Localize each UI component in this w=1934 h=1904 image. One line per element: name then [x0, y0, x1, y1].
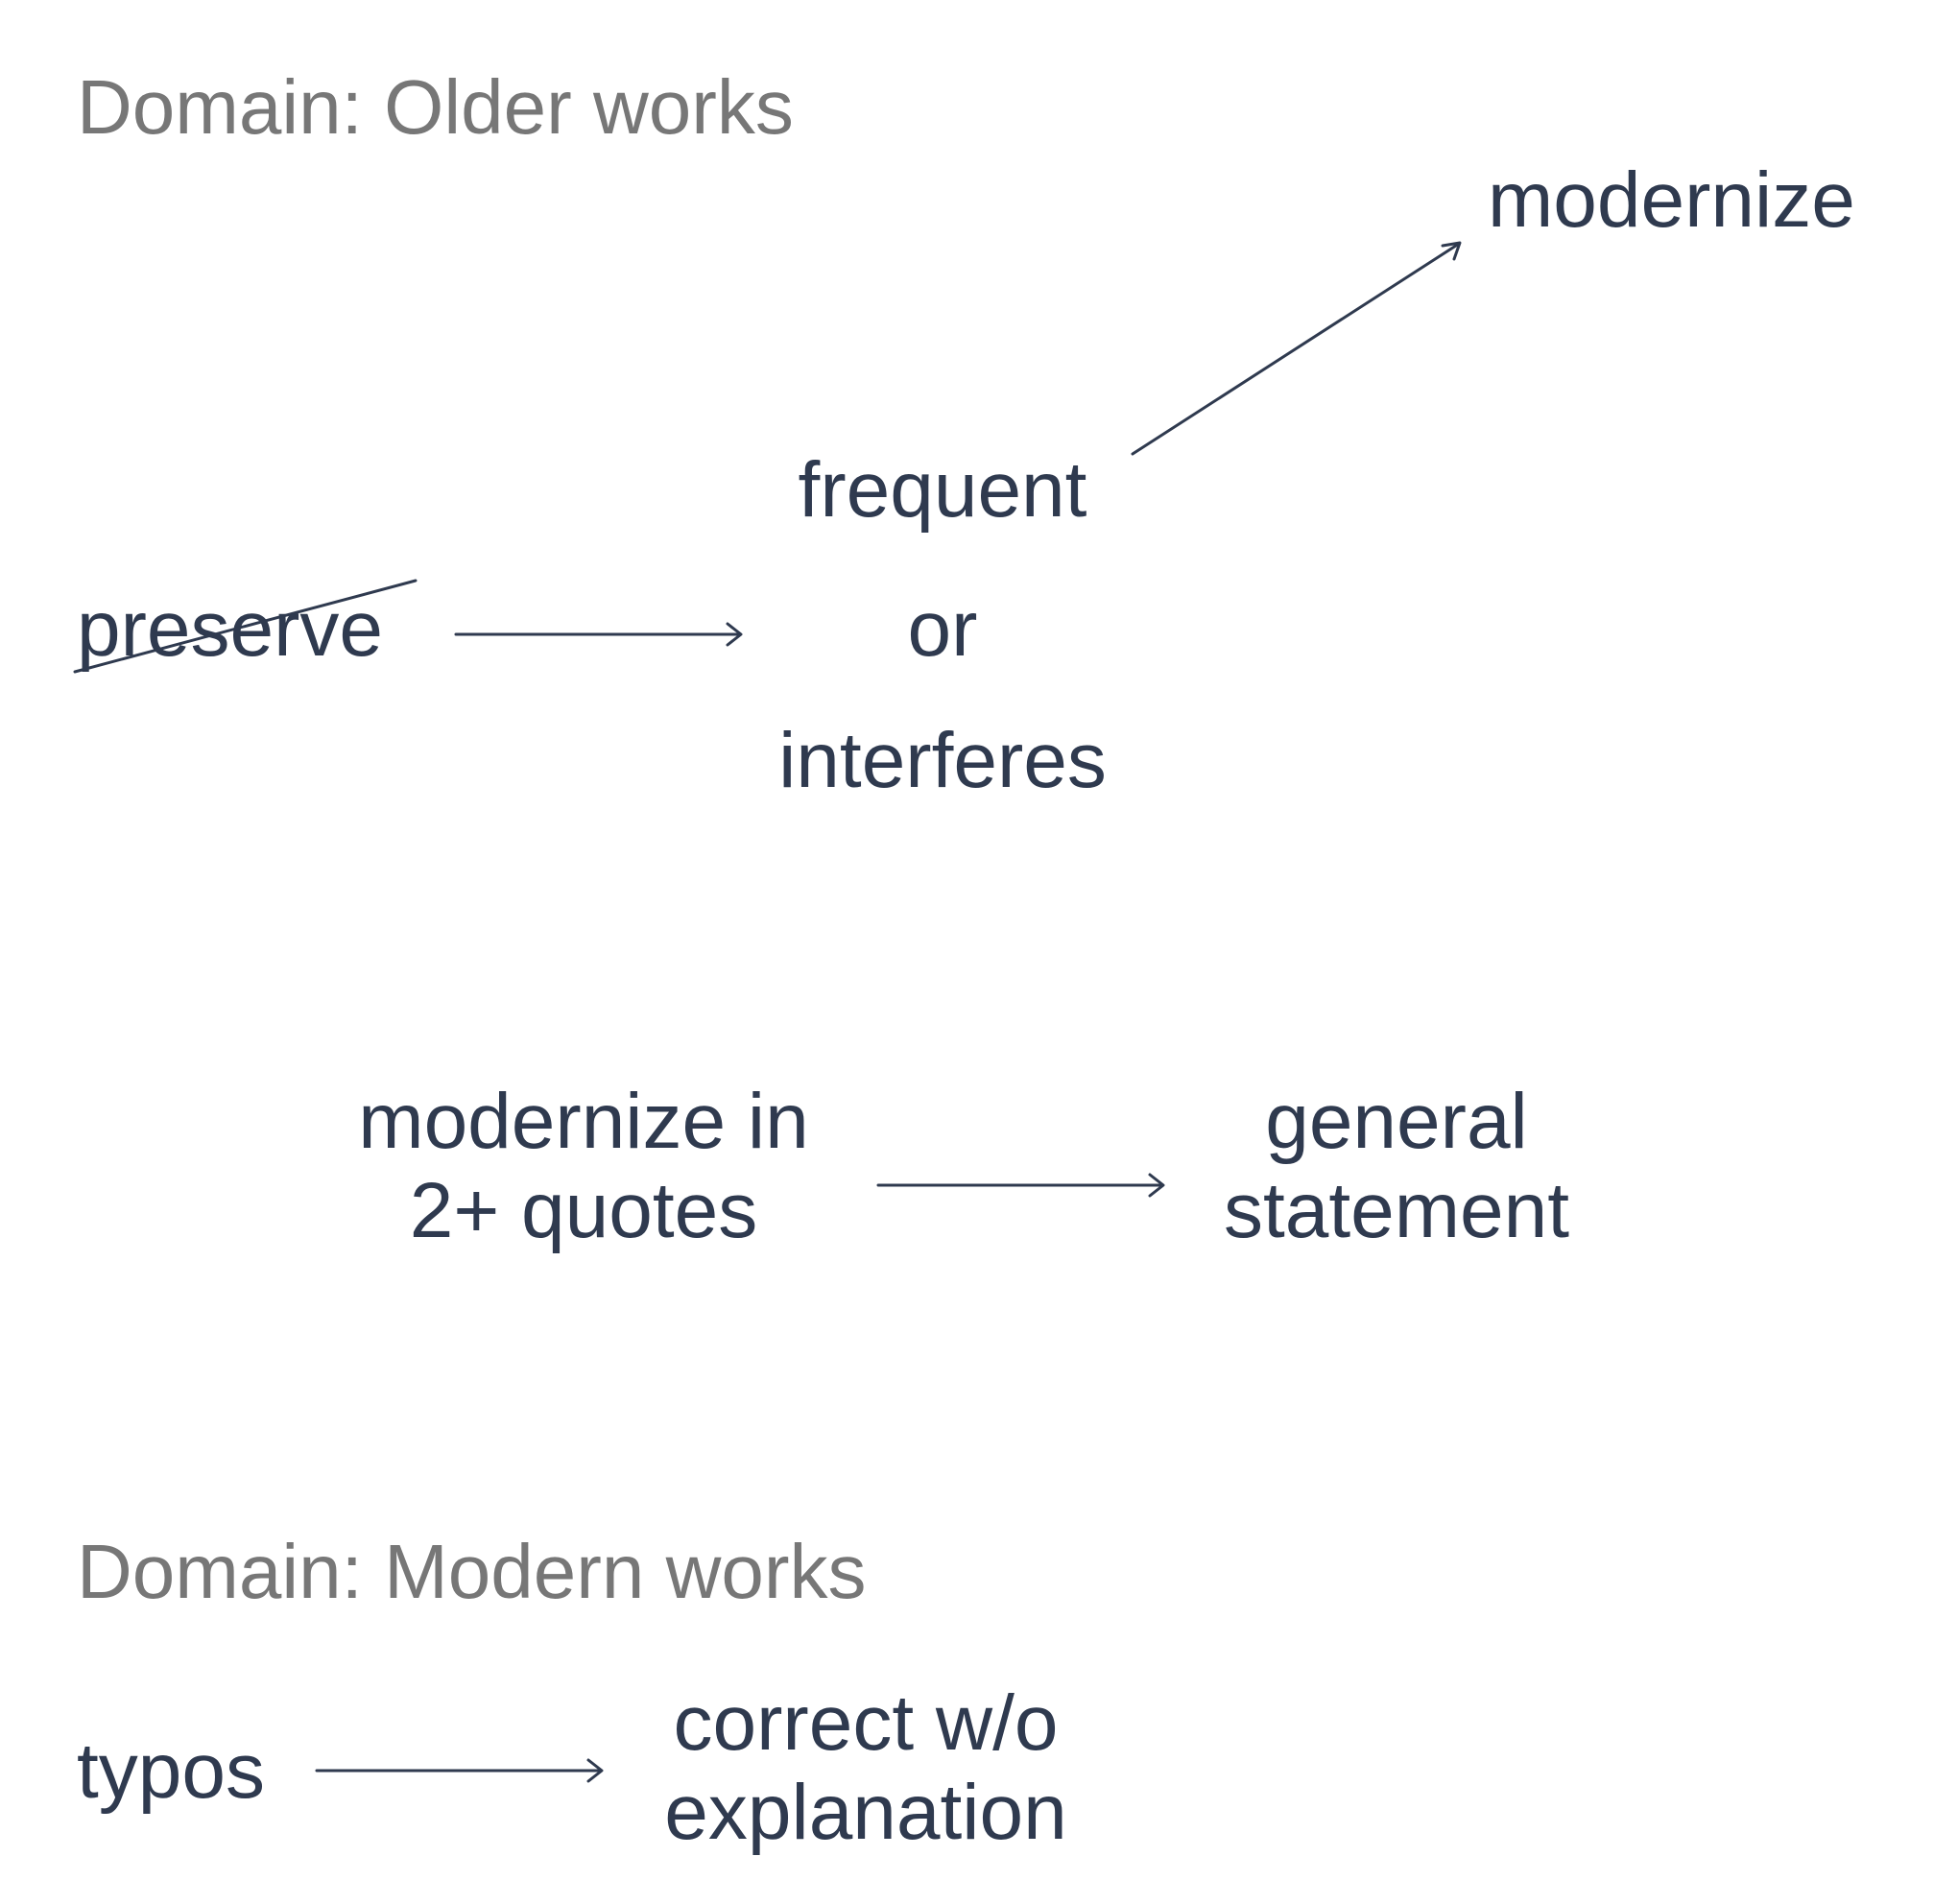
- modern-works-heading: Domain: Modern works: [77, 1529, 867, 1614]
- node-or: or: [907, 585, 978, 673]
- node-preserve: preserve: [77, 585, 384, 673]
- modernize-quotes-line1: modernize in: [358, 1078, 809, 1165]
- node-typos: typos: [77, 1727, 265, 1815]
- older-works-heading: Domain: Older works: [77, 64, 794, 150]
- node-modernize: modernize: [1488, 156, 1855, 244]
- arrow-head-modernize: [1441, 241, 1462, 261]
- node-correct-without-explanation: correct w/o explanation: [664, 1679, 1066, 1857]
- general-line2: statement: [1223, 1166, 1570, 1254]
- arrow-head-preserve: [726, 622, 743, 647]
- node-general-statement: general statement: [1224, 1078, 1569, 1255]
- node-frequent: frequent: [798, 446, 1087, 534]
- correct-line2: explanation: [664, 1768, 1067, 1856]
- node-interferes: interferes: [778, 717, 1107, 804]
- arrow-head-general: [1148, 1173, 1165, 1198]
- modernize-quotes-line2: 2+ quotes: [409, 1166, 758, 1254]
- correct-line1: correct w/o: [673, 1679, 1059, 1767]
- general-line1: general: [1265, 1078, 1528, 1165]
- arrow-head-correct: [586, 1758, 604, 1783]
- node-modernize-in-quotes: modernize in 2+ quotes: [358, 1078, 808, 1255]
- arrow-frequent-to-modernize: [1131, 242, 1461, 456]
